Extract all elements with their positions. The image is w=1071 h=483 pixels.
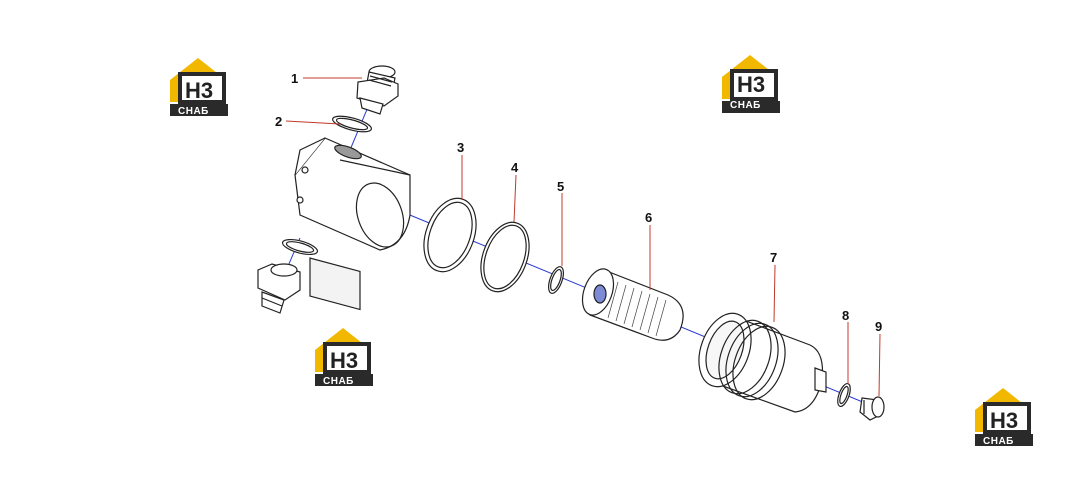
watermark-logo-4: H3 СНАБ [975, 388, 1033, 447]
part-6-filter-element [581, 268, 684, 341]
callout-labels: 1 2 3 4 5 6 7 8 9 [275, 71, 882, 334]
callout-2: 2 [275, 114, 282, 129]
lower-fitting [257, 263, 301, 314]
callout-7: 7 [770, 250, 777, 265]
leader-lines [285, 77, 881, 397]
part-1-fitting-top [356, 65, 399, 115]
leader-line-2 [285, 120, 341, 125]
leader-line-9 [878, 333, 881, 397]
logo-mark-text: H3 [737, 72, 765, 97]
watermark-logo-1: H3 СНАБ [170, 58, 228, 117]
part-5-small-seal [548, 266, 564, 294]
callout-6: 6 [645, 210, 652, 225]
callout-3: 3 [457, 140, 464, 155]
part-4-o-ring [480, 221, 530, 293]
logo-mark-text: H3 [990, 408, 1018, 433]
logo-mark-text: H3 [185, 78, 213, 103]
part-2-o-ring-upper [332, 115, 372, 133]
filter-head-housing [294, 137, 411, 311]
part-8-drain-seal [837, 382, 851, 408]
callout-1: 1 [291, 71, 298, 86]
leader-line-7 [773, 264, 776, 323]
callout-4: 4 [511, 160, 519, 175]
part-3-seal-ring [423, 197, 477, 273]
watermark-logo-3: H3 СНАБ [315, 328, 373, 387]
callout-9: 9 [875, 319, 882, 334]
leader-line-4 [513, 174, 517, 223]
part-7-filter-bowl [698, 312, 827, 413]
logo-mark-text: H3 [330, 348, 358, 373]
logo-sub-text: СНАБ [178, 106, 209, 117]
part-9-drain-plug [859, 396, 885, 421]
callout-8: 8 [842, 308, 849, 323]
logo-sub-text: СНАБ [323, 376, 354, 387]
callout-5: 5 [557, 179, 564, 194]
lower-o-ring [281, 238, 319, 256]
watermark-logo-2: H3 СНАБ [722, 55, 780, 113]
logo-sub-text: СНАБ [730, 100, 761, 111]
logo-sub-text: СНАБ [983, 436, 1014, 447]
